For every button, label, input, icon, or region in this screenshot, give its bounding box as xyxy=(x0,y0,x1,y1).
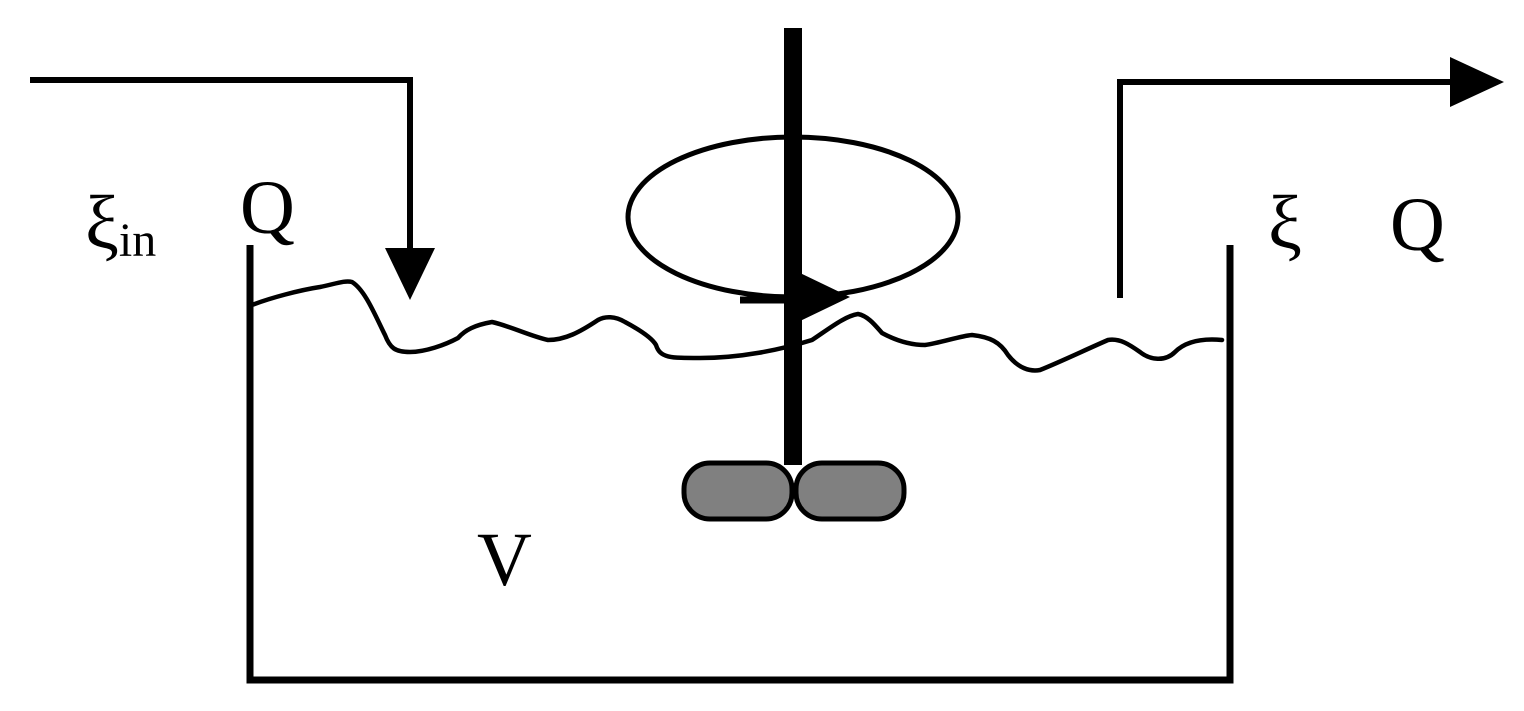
outlet-concentration-label: ξ xyxy=(1268,181,1302,265)
inlet-pipe xyxy=(30,77,413,255)
tank-wall xyxy=(246,245,1234,684)
outlet-flow-label: Q xyxy=(1390,183,1445,267)
impeller-blade-left xyxy=(681,460,795,522)
inlet-arrowhead xyxy=(385,248,435,300)
outlet-arrowhead xyxy=(1450,57,1504,107)
outlet-pipe xyxy=(1117,79,1455,298)
stirrer-shaft xyxy=(784,28,802,465)
inlet-flow-label: Q xyxy=(240,166,295,250)
rotation-arrowhead xyxy=(798,272,850,322)
inlet-concentration-label: ξin xyxy=(85,181,156,267)
impeller-blade-right xyxy=(793,460,907,522)
liquid-surface xyxy=(249,279,1225,373)
volume-label: V xyxy=(477,518,532,602)
